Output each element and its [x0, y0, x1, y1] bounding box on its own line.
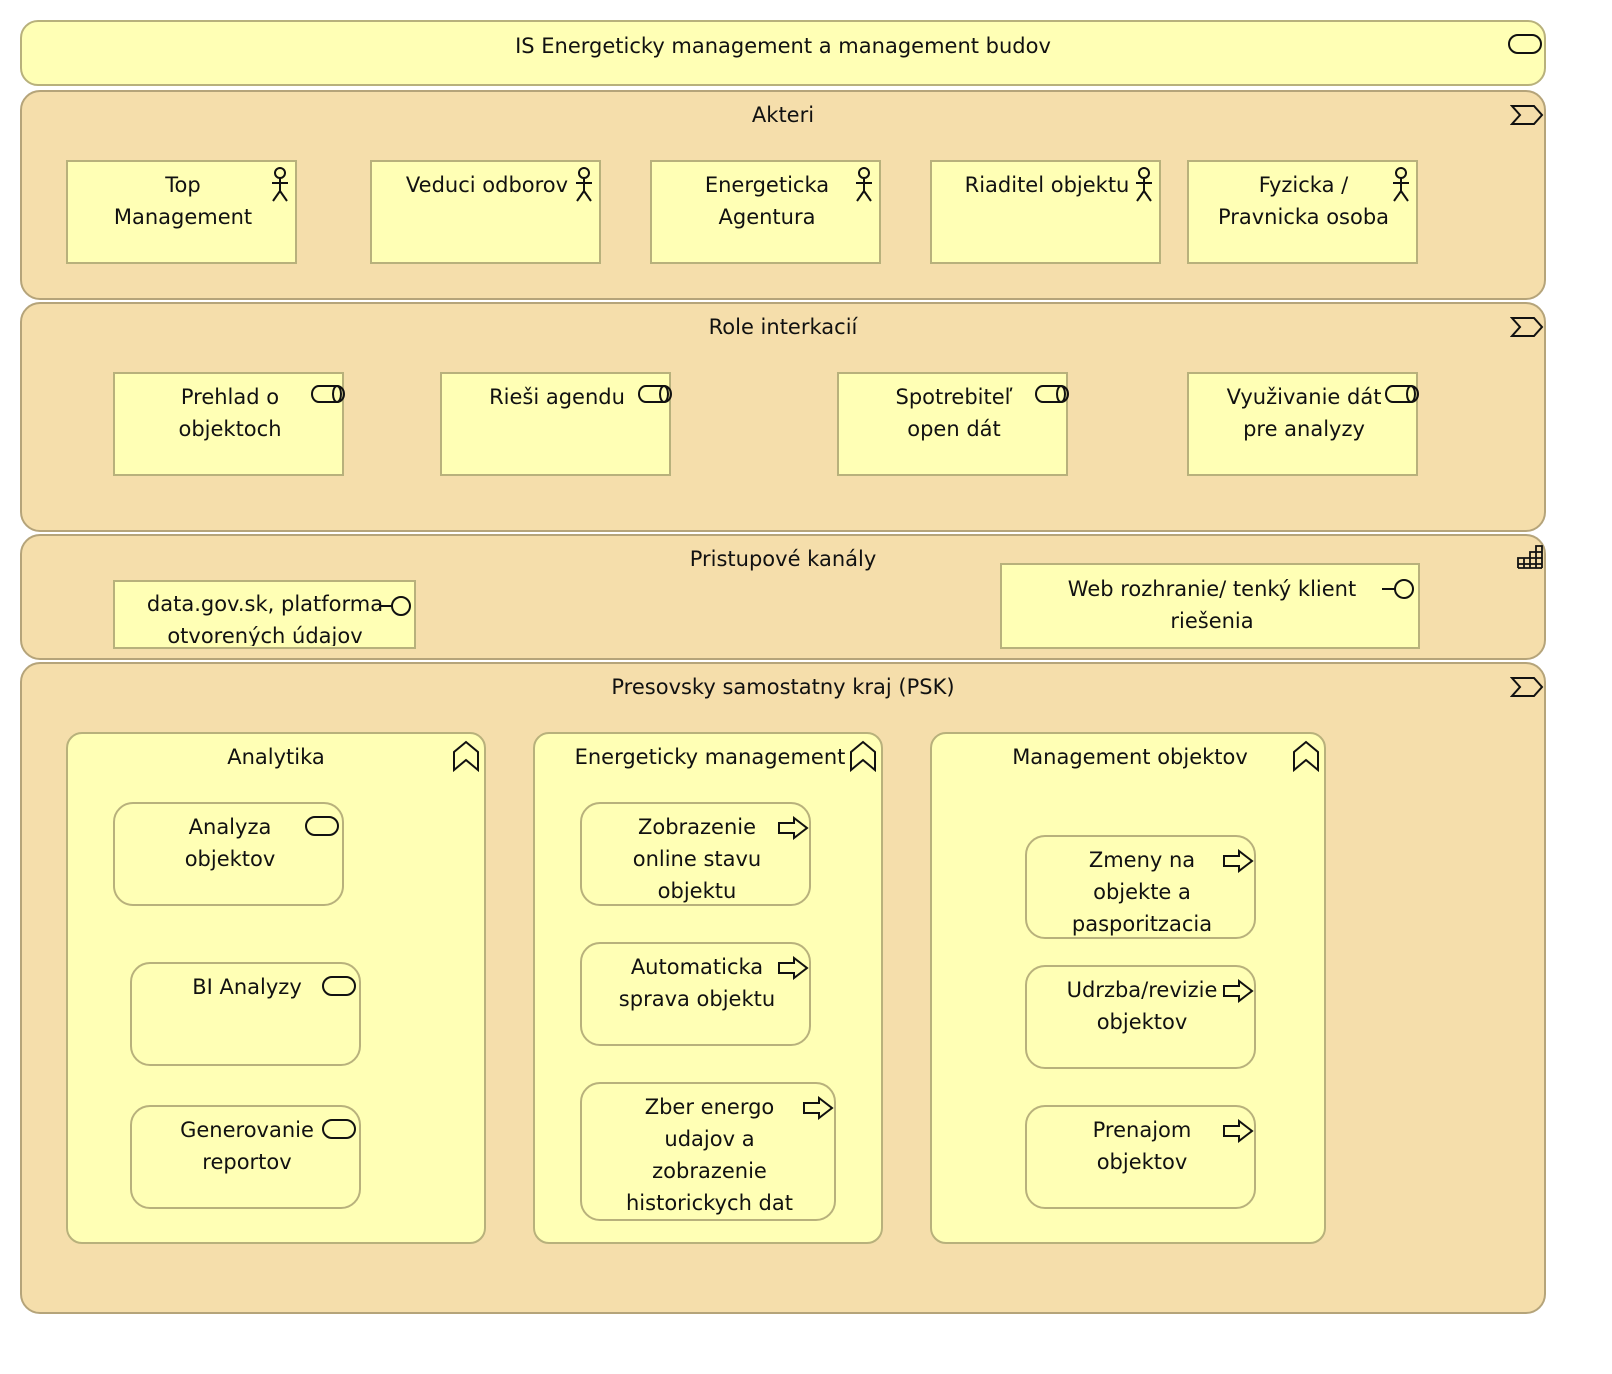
- channel-data-gov-sk[interactable]: data.gov.sk, platforma otvorených údajov: [113, 580, 416, 649]
- function-title: Analytika: [227, 745, 325, 769]
- actor-top-management[interactable]: Top Management: [66, 160, 297, 264]
- actor-icon: [270, 167, 290, 203]
- system-title: IS Energeticky management a management b…: [515, 34, 1051, 58]
- chevron-icon: [1510, 316, 1544, 338]
- process-zobrazenie-online-stavu[interactable]: Zobrazenie online stavu objektu: [580, 802, 811, 906]
- role-icon: [1035, 384, 1069, 404]
- actor-energeticka-agentura[interactable]: Energeticka Agentura: [650, 160, 881, 264]
- function-icon: [452, 740, 480, 772]
- role-label: Rieši agendu: [489, 385, 625, 409]
- actor-riaditel-objektu[interactable]: Riaditel objektu: [930, 160, 1161, 264]
- role-prehlad-o-objektoch[interactable]: Prehlad o objektoch: [113, 372, 345, 476]
- system-header: IS Energeticky management a management b…: [20, 20, 1546, 86]
- process-zmeny-na-objekte[interactable]: Zmeny na objekte a pasporitzacia: [1025, 835, 1256, 939]
- actor-label: Fyzicka / Pravnicka osoba: [1217, 173, 1390, 229]
- actor-icon: [1391, 167, 1411, 203]
- group-title: Presovsky samostatny kraj (PSK): [611, 675, 955, 699]
- actor-label: Veduci odborov: [405, 173, 569, 197]
- function-icon: [1292, 740, 1320, 772]
- function-title: Management objektov: [1012, 745, 1248, 769]
- role-icon: [638, 384, 672, 404]
- role-icon: [1385, 384, 1419, 404]
- chevron-icon: [1510, 104, 1544, 126]
- channel-label: data.gov.sk, platforma otvorených údajov: [146, 592, 384, 646]
- function-title: Energeticky management: [574, 745, 846, 769]
- process-icon: [1222, 849, 1254, 873]
- interface-icon: [377, 594, 413, 618]
- service-icon: [322, 1119, 356, 1139]
- service-label: Generovanie reportov: [180, 1118, 314, 1174]
- process-udrzba-revizie[interactable]: Udrzba/revizie objektov: [1025, 965, 1256, 1069]
- process-label: Zobrazenie online stavu objektu: [632, 815, 762, 903]
- role-label: Spotrebiteľ open dát: [895, 385, 1013, 441]
- channel-label: Web rozhranie/ tenký klient riešenia: [1067, 577, 1357, 633]
- process-icon: [802, 1096, 834, 1120]
- actor-veduci-odborov[interactable]: Veduci odborov: [370, 160, 601, 264]
- role-label: Využivanie dát pre analyzy: [1226, 385, 1382, 441]
- process-zber-energo-udajov[interactable]: Zber energo udajov a zobrazenie historic…: [580, 1082, 836, 1221]
- process-label: Zber energo udajov a zobrazenie historic…: [626, 1095, 793, 1215]
- process-label: Udrzba/revizie objektov: [1066, 978, 1218, 1034]
- process-prenajom-objektov[interactable]: Prenajom objektov: [1025, 1105, 1256, 1209]
- service-label: BI Analyzy: [192, 975, 302, 999]
- role-icon: [311, 384, 345, 404]
- actor-label: Riaditel objektu: [964, 173, 1130, 197]
- group-title: Pristupové kanály: [689, 547, 877, 571]
- service-icon: [305, 816, 339, 836]
- process-icon: [777, 816, 809, 840]
- actor-icon: [854, 167, 874, 203]
- service-icon: [322, 976, 356, 996]
- process-label: Zmeny na objekte a pasporitzacia: [1071, 848, 1213, 936]
- service-label: Analyza objektov: [184, 815, 276, 871]
- group-title: Akteri: [751, 103, 815, 127]
- channel-web-rozhranie[interactable]: Web rozhranie/ tenký klient riešenia: [1000, 563, 1420, 649]
- group-title: Role interkacií: [708, 315, 858, 339]
- service-generovanie-reportov[interactable]: Generovanie reportov: [130, 1105, 361, 1209]
- interface-icon: [1380, 577, 1416, 601]
- process-label: Automaticka sprava objektu: [618, 955, 776, 1011]
- role-vyuzivanie-dat-pre-analyzy[interactable]: Využivanie dát pre analyzy: [1187, 372, 1419, 476]
- role-riesi-agendu[interactable]: Rieši agendu: [440, 372, 672, 476]
- role-spotrebitel-open-dat[interactable]: Spotrebiteľ open dát: [837, 372, 1069, 476]
- service-bi-analyzy[interactable]: BI Analyzy: [130, 962, 361, 1066]
- actor-fyzicka-pravnicka-osoba[interactable]: Fyzicka / Pravnicka osoba: [1187, 160, 1418, 264]
- facility-icon: [1516, 544, 1544, 570]
- process-icon: [777, 956, 809, 980]
- process-automaticka-sprava[interactable]: Automaticka sprava objektu: [580, 942, 811, 1046]
- actor-label: Energeticka Agentura: [704, 173, 830, 229]
- service-icon: [1508, 34, 1542, 54]
- service-analyza-objektov[interactable]: Analyza objektov: [113, 802, 344, 906]
- actor-icon: [574, 167, 594, 203]
- process-icon: [1222, 979, 1254, 1003]
- role-label: Prehlad o objektoch: [178, 385, 282, 441]
- actor-icon: [1134, 167, 1154, 203]
- function-icon: [849, 740, 877, 772]
- process-label: Prenajom objektov: [1092, 1118, 1192, 1174]
- actor-label: Top Management: [113, 173, 253, 229]
- chevron-icon: [1510, 676, 1544, 698]
- process-icon: [1222, 1119, 1254, 1143]
